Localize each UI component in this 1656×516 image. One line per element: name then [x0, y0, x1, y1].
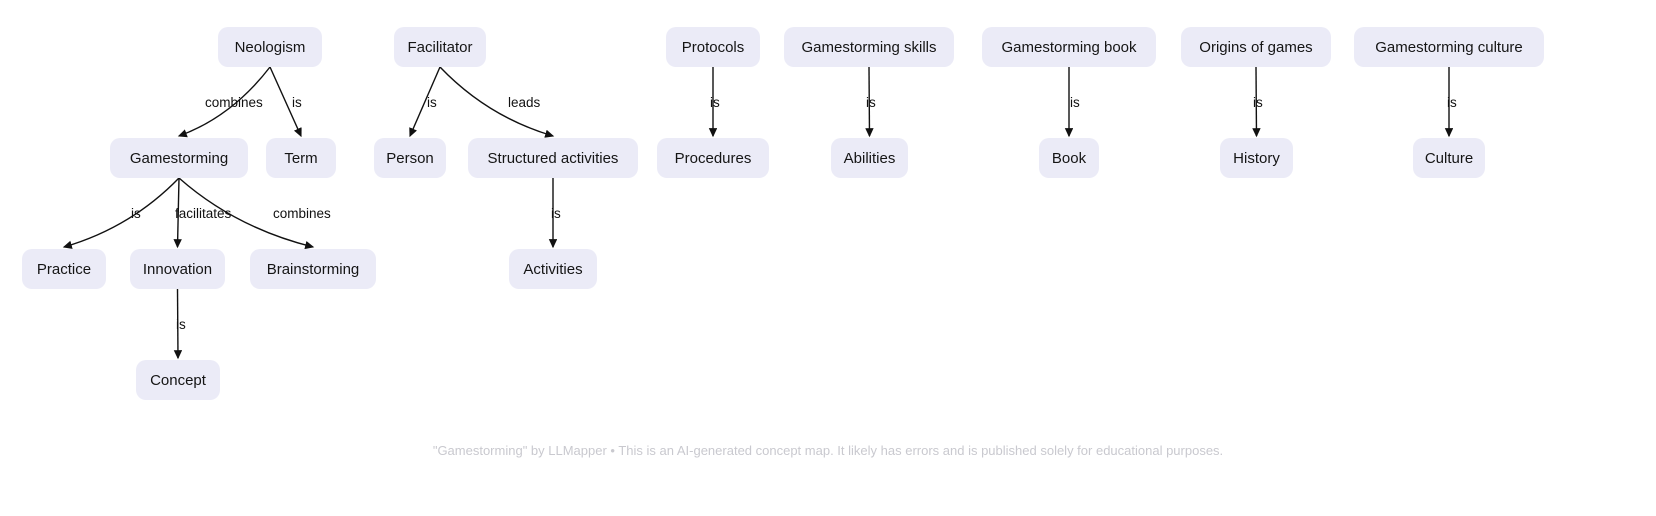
concept-node-protocols[interactable]: Protocols: [666, 27, 760, 67]
edge-gamestorming-to-practice: [62, 177, 180, 249]
concept-node-origins-of-games[interactable]: Origins of games: [1181, 27, 1331, 67]
edge-label-gamestorming-to-brainstorming: combines: [273, 206, 331, 221]
concept-node-person[interactable]: Person: [374, 138, 446, 178]
concept-node-brainstorming[interactable]: Brainstorming: [250, 249, 376, 289]
concept-node-innovation[interactable]: Innovation: [130, 249, 225, 289]
edge-label-origins-of-games-to-history: is: [1253, 95, 1263, 110]
concept-node-facilitator[interactable]: Facilitator: [394, 27, 486, 67]
edge-paths: [62, 66, 1454, 360]
edge-label-innovation-to-concept: is: [176, 317, 186, 332]
edge-label-gamestorming-book-to-book: is: [1070, 95, 1080, 110]
footer-attribution: "Gamestorming" by LLMapper • This is an …: [432, 443, 1224, 458]
concept-node-gamestorming[interactable]: Gamestorming: [110, 138, 248, 178]
concept-node-gamestorming-culture[interactable]: Gamestorming culture: [1354, 27, 1544, 67]
edge-label-gamestorming-to-practice: is: [131, 206, 141, 221]
edge-label-structured-activities-to-activities: is: [551, 206, 561, 221]
concept-node-term[interactable]: Term: [266, 138, 336, 178]
edge-label-gamestorming-skills-to-abilities: is: [866, 95, 876, 110]
edge-label-gamestorming-culture-to-culture: is: [1447, 95, 1457, 110]
concept-node-gamestorming-skills[interactable]: Gamestorming skills: [784, 27, 954, 67]
concept-node-structured-activities[interactable]: Structured activities: [468, 138, 638, 178]
edge-label-facilitator-to-structured-activities: leads: [508, 95, 541, 110]
concept-node-concept[interactable]: Concept: [136, 360, 220, 400]
concept-node-history[interactable]: History: [1220, 138, 1293, 178]
edge-label-protocols-to-procedures: is: [710, 95, 720, 110]
concept-node-book[interactable]: Book: [1039, 138, 1099, 178]
concept-node-procedures[interactable]: Procedures: [657, 138, 769, 178]
concept-node-culture[interactable]: Culture: [1413, 138, 1485, 178]
edge-label-neologism-to-term: is: [292, 95, 302, 110]
concept-node-activities[interactable]: Activities: [509, 249, 597, 289]
concept-node-practice[interactable]: Practice: [22, 249, 106, 289]
edge-label-facilitator-to-person: is: [427, 95, 437, 110]
concept-node-neologism[interactable]: Neologism: [218, 27, 322, 67]
concept-node-gamestorming-book[interactable]: Gamestorming book: [982, 27, 1156, 67]
concept-node-abilities[interactable]: Abilities: [831, 138, 908, 178]
edge-label-neologism-to-gamestorming: combines: [205, 95, 263, 110]
edge-label-gamestorming-to-innovation: facilitates: [175, 206, 232, 221]
